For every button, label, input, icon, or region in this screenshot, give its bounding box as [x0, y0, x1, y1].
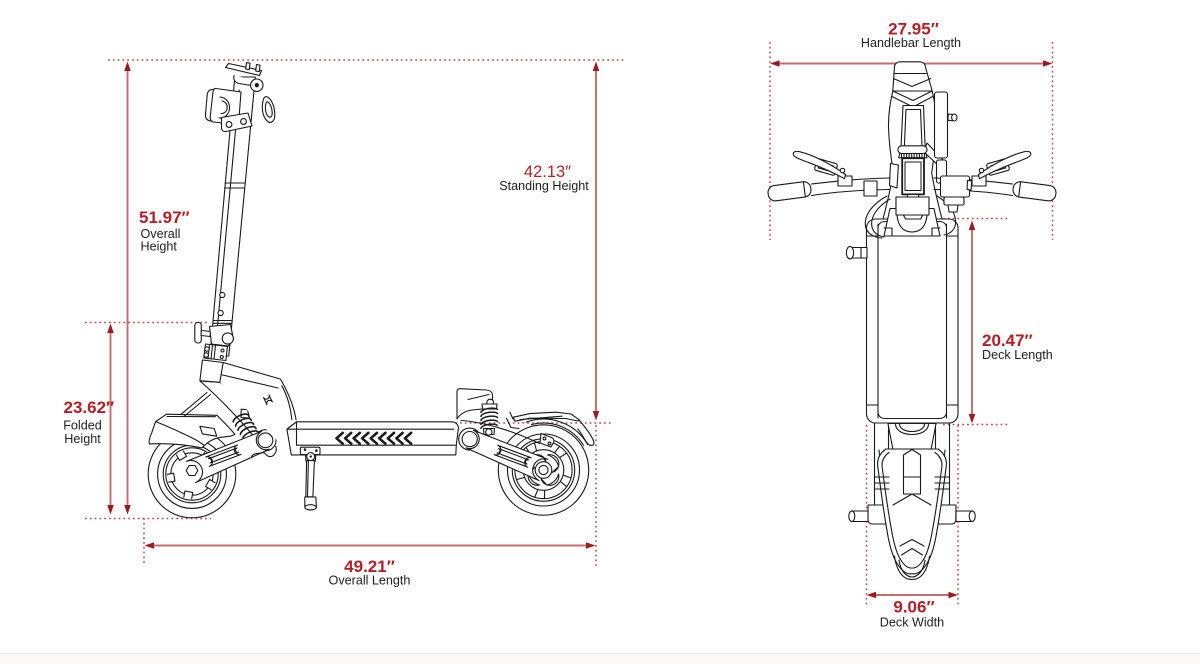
svg-text:Overall: Overall [141, 227, 181, 241]
svg-text:23.62″: 23.62″ [64, 398, 115, 417]
svg-text:Height: Height [64, 432, 101, 446]
svg-text:Handlebar Length: Handlebar Length [861, 36, 961, 50]
svg-text:20.47″: 20.47″ [982, 331, 1033, 350]
svg-text:42.13″: 42.13″ [524, 163, 571, 181]
svg-text:27.95″: 27.95″ [888, 20, 939, 39]
svg-text:Deck Length: Deck Length [982, 348, 1053, 362]
svg-text:Height: Height [141, 240, 178, 254]
svg-text:Folded: Folded [63, 419, 102, 433]
svg-text:51.97″: 51.97″ [139, 208, 190, 227]
svg-text:Standing Height: Standing Height [499, 179, 589, 193]
svg-text:Deck Width: Deck Width [880, 616, 944, 630]
svg-text:9.06″: 9.06″ [893, 598, 934, 617]
svg-text:Overall Length: Overall Length [329, 574, 411, 588]
svg-text:49.21″: 49.21″ [344, 557, 395, 576]
